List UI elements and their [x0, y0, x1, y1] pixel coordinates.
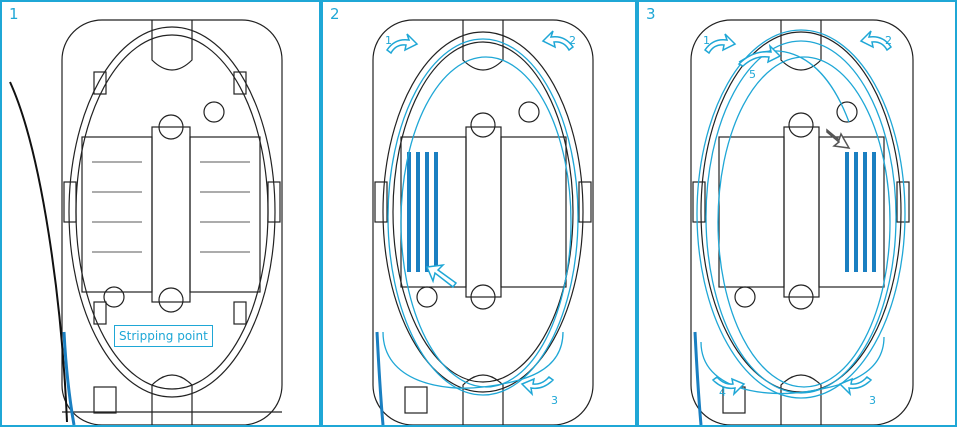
mount-hole-2 — [734, 286, 756, 308]
direction-arrow-4 — [711, 375, 746, 397]
direction-arrow-2 — [541, 30, 575, 52]
fiber-loop-black-2 — [392, 41, 574, 383]
panel-number: 3 — [646, 5, 656, 23]
center-spine — [151, 126, 191, 303]
side-slot-right — [267, 181, 281, 223]
step-label: 1 — [703, 34, 710, 47]
center-hole-top — [470, 112, 496, 138]
splice-holder-right — [500, 136, 567, 288]
incoming-fiber-blue — [693, 331, 703, 425]
mount-hole-2 — [103, 286, 125, 308]
direction-arrow-2 — [859, 30, 893, 52]
side-slot-right — [578, 181, 592, 223]
side-slot-left — [692, 181, 706, 223]
fiber-loop-outer — [68, 26, 276, 398]
stripping-point-callout: Stripping point — [114, 325, 213, 347]
direction-arrow-3 — [520, 375, 555, 397]
direction-arrow-3 — [838, 375, 873, 397]
cable-clamp — [404, 386, 428, 414]
fiber-loop-blue-2 — [705, 40, 897, 394]
mount-hole-2 — [416, 286, 438, 308]
center-hole-top — [788, 112, 814, 138]
clip-3 — [93, 301, 107, 325]
fiber-route-blue — [700, 336, 885, 395]
panel-number: 2 — [330, 5, 340, 23]
step-label: 2 — [569, 34, 576, 47]
fiber-loop-black-1 — [700, 31, 902, 393]
incoming-cable-black — [9, 81, 68, 423]
tray-bottom-notch — [780, 374, 822, 425]
tray-top-notch — [462, 20, 504, 71]
splice-holder-left — [718, 136, 785, 288]
panel-number: 1 — [9, 5, 19, 23]
mount-hole-1 — [518, 101, 540, 123]
splice-tray-diagram: 1 2 3 4 5 — [690, 19, 914, 425]
side-slot-left — [63, 181, 77, 223]
step-label: 3 — [551, 394, 558, 407]
incoming-cable-blue — [62, 331, 76, 425]
pointer-arrow-gray — [826, 128, 851, 149]
direction-arrow-1 — [385, 33, 419, 55]
step-label: 2 — [885, 34, 892, 47]
fiber-route-blue — [382, 331, 564, 389]
side-slot-right — [896, 181, 910, 223]
step-panel-3: 3 — [637, 0, 957, 427]
tray-bottom-notch — [151, 374, 193, 425]
splice-tray-diagram: 1 2 3 — [372, 19, 594, 425]
center-hole-bottom — [470, 284, 496, 310]
center-hole-top — [158, 114, 184, 140]
step-label: 3 — [869, 394, 876, 407]
step-label: 5 — [749, 68, 756, 81]
direction-arrow-1 — [703, 33, 737, 55]
side-slot-left — [374, 181, 388, 223]
splice-holder-left — [81, 136, 153, 293]
clip-2 — [233, 71, 247, 95]
step-panel-2: 2 — [321, 0, 637, 427]
tray-top-notch — [151, 20, 193, 71]
clip-1 — [93, 71, 107, 95]
clip-4 — [233, 301, 247, 325]
splice-tray-diagram — [9, 19, 283, 425]
incoming-fiber-blue — [375, 331, 385, 425]
step-label: 1 — [385, 34, 392, 47]
tray-outline — [372, 19, 594, 425]
direction-arrow-4 — [425, 263, 458, 289]
mount-hole-1 — [203, 101, 225, 123]
center-spine — [465, 126, 502, 298]
fiber-loop-black-1 — [382, 31, 584, 393]
center-spine — [783, 126, 820, 298]
cable-clamp — [93, 386, 117, 414]
step-panel-1: 1 — [0, 0, 321, 427]
tray-top-notch — [780, 20, 822, 71]
center-hole-bottom — [158, 287, 184, 313]
mount-hole-1 — [836, 101, 858, 123]
fiber-loop-blue-3 — [717, 56, 891, 388]
step-label: 4 — [719, 386, 726, 399]
fiber-loop-blue-1 — [696, 29, 906, 399]
center-hole-bottom — [788, 284, 814, 310]
direction-arrow-5 — [737, 43, 782, 67]
tray-outline — [61, 19, 283, 425]
tray-bottom-notch — [462, 374, 504, 425]
fiber-loop-blue-1 — [387, 38, 579, 396]
splice-holder-right — [189, 136, 261, 293]
tray-outline — [690, 19, 914, 425]
